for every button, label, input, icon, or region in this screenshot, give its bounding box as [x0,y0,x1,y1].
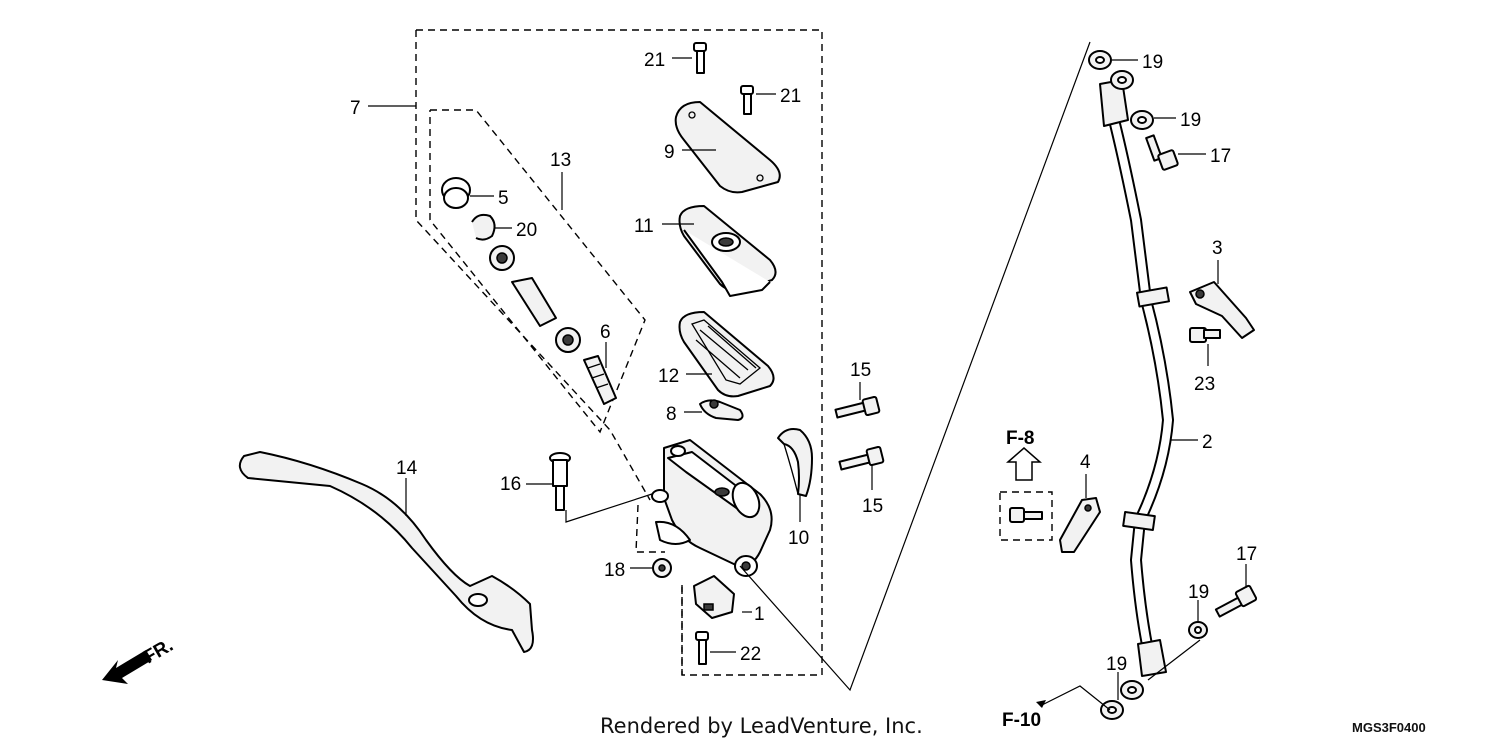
bolt-15-top [834,395,881,419]
diagram-code: MGS3F0400 [1352,720,1426,735]
callout-21-right: 21 [780,86,801,107]
callout-3: 3 [1212,238,1223,259]
brake-lever-14 [238,451,534,653]
plate-11 [678,205,777,297]
screw-21-right [740,85,754,115]
screw-22 [695,631,709,665]
callout-19-b: 19 [1180,110,1201,131]
bolt-23 [1189,327,1221,343]
callout-8: 8 [666,404,677,425]
callout-6: 6 [600,322,611,343]
callout-16: 16 [500,474,521,495]
bracket-3 [1189,281,1255,339]
front-direction-arrow: FR. [102,635,177,684]
f8-reference [999,447,1053,541]
cap-8 [699,399,744,421]
bolt-15-bottom [838,445,885,471]
render-credit: Rendered by LeadVenture, Inc. [600,714,923,738]
callout-9: 9 [664,142,675,163]
callout-7: 7 [350,98,361,119]
callout-21-top: 21 [644,50,665,71]
reservoir-cap-9 [674,101,781,194]
ref-f8: F-8 [1006,428,1035,449]
callout-15-bottom: 15 [862,496,883,517]
nut-18 [652,558,672,578]
piston-kit [441,177,617,405]
callout-4: 4 [1080,452,1091,473]
callout-17-bottom: 17 [1236,544,1257,565]
callout-1: 1 [754,604,765,625]
leader-lines [368,41,1247,711]
callout-15-top: 15 [850,360,871,381]
master-cylinder-body [651,439,773,577]
callouts: 21 21 9 11 12 8 7 13 5 20 6 14 16 18 1 2… [350,50,1257,675]
callout-2: 2 [1202,432,1213,453]
callout-10: 10 [788,528,809,549]
holder-10 [777,428,813,497]
switch-1 [693,575,735,619]
callout-11: 11 [634,216,654,237]
callout-19-a: 19 [1142,52,1163,73]
callout-19-d: 19 [1106,654,1127,675]
washers-19 [1088,50,1208,720]
callout-22: 22 [740,644,761,665]
callout-18: 18 [604,560,625,581]
callout-17-top: 17 [1210,146,1231,167]
clip-4 [1059,497,1101,553]
brake-hose-2 [1099,79,1174,677]
diaphragm-12 [678,311,775,398]
ref-f10: F-10 [1002,710,1041,731]
pivot-bolt-16 [549,452,571,511]
callout-13: 13 [550,150,571,171]
callout-23: 23 [1194,374,1215,395]
bolts-17 [1145,134,1258,618]
callout-12: 12 [658,366,679,387]
callout-14: 14 [396,458,418,479]
screw-21-top [693,42,707,74]
assembly-frames [415,29,823,676]
callout-20: 20 [516,220,537,241]
callout-5: 5 [498,188,509,209]
callout-19-c: 19 [1188,582,1209,603]
